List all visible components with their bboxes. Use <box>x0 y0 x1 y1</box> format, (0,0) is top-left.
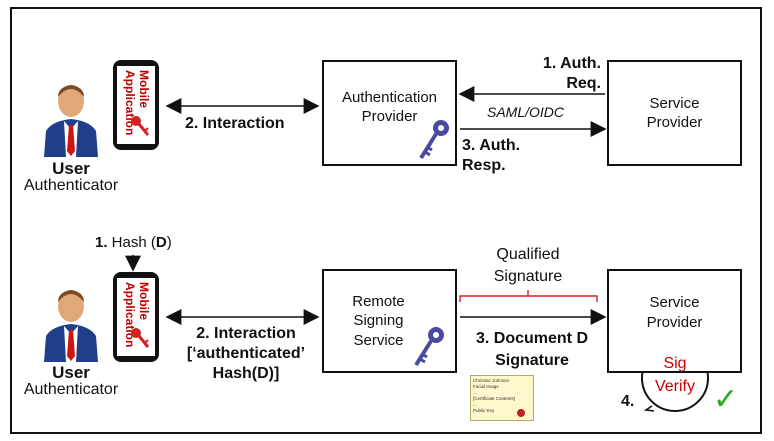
verify-cycle-arrowhead <box>643 405 655 412</box>
user-icon <box>44 85 98 157</box>
auth-request-label: 1. Auth.Req. <box>542 55 601 92</box>
service-provider-bottom-line1: Service <box>649 294 700 311</box>
qualified-signature-bracket <box>459 290 598 302</box>
step4-label: 4. <box>621 393 635 410</box>
service-provider-bottom-line2: Provider <box>646 313 703 331</box>
service-provider-top-line2: Provider <box>646 114 703 131</box>
key-icon-remote-signing <box>414 327 444 367</box>
remote-line1: Remote <box>352 292 405 310</box>
seal-icon <box>517 409 525 417</box>
interaction-label-bottom: 2. Interaction[‘authenticated’Hash(D)] <box>186 325 306 382</box>
authenticator-label-top: Authenticator <box>23 177 119 194</box>
user-label-top: User <box>52 159 90 178</box>
auth-response-label: 3. Auth.Resp. <box>462 137 521 174</box>
user-label-bottom: User <box>52 363 90 382</box>
saml-oidc-label: SAML/OIDC <box>487 104 565 120</box>
hash-label: 1. Hash (D) <box>95 234 172 251</box>
user-icon <box>44 290 98 362</box>
remote-line3: Service <box>353 331 404 349</box>
key-icon-auth-provider <box>419 120 449 160</box>
key-icon-phone-bottom <box>131 328 150 348</box>
auth-provider-line1: Authentication <box>341 88 438 106</box>
auth-provider-line2: Provider <box>361 108 418 125</box>
remote-line2: Signing <box>353 312 404 330</box>
key-icon-phone-top <box>131 116 150 136</box>
service-provider-top-line1: Service <box>649 94 700 112</box>
interaction-label-top: 2. Interaction <box>185 115 285 132</box>
authenticator-label-bottom: Authenticator <box>23 381 119 398</box>
certificate-icon: Christine Johnson Facial Image ... [Cert… <box>470 375 534 421</box>
check-icon: ✓ <box>713 382 739 417</box>
